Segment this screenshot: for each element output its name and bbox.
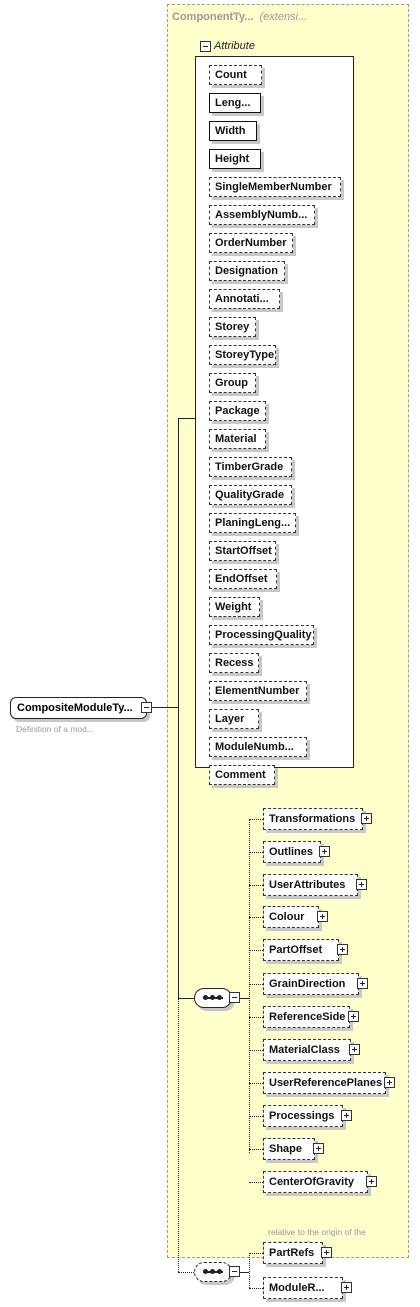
collapse-sequence-icon[interactable] [229, 992, 240, 1003]
attribute-item[interactable]: EndOffset [209, 569, 277, 589]
root-description: Definition of a mod... [16, 724, 94, 734]
element-connector [249, 1116, 263, 1117]
sequence-element[interactable]: PartOffset [263, 939, 339, 961]
expand-icon[interactable] [337, 944, 348, 955]
attribute-item[interactable]: Recess [209, 653, 259, 673]
sequence-element[interactable]: ReferenceSide [263, 1006, 350, 1028]
outer-sequence-compositor[interactable] [194, 1262, 232, 1282]
attribute-item[interactable]: Designation [209, 261, 285, 281]
sequence-compositor[interactable] [194, 988, 232, 1008]
root-element[interactable]: CompositeModuleTy... [10, 697, 147, 719]
attribute-item[interactable]: QualityGrade [209, 485, 292, 505]
attribute-item[interactable]: Weight [209, 597, 260, 617]
expand-icon[interactable] [384, 1077, 395, 1088]
outer-branch-line [249, 1253, 250, 1288]
sequence-element[interactable]: CenterOfGravity [263, 1171, 368, 1193]
attribute-item[interactable]: Comment [209, 765, 275, 785]
collapse-attributes-icon[interactable] [200, 41, 211, 52]
element-connector [249, 917, 263, 918]
attribute-item[interactable]: OrderNumber [209, 233, 293, 253]
expand-icon[interactable] [356, 879, 367, 890]
expand-icon[interactable] [357, 978, 368, 989]
attribute-item[interactable]: Material [209, 429, 266, 449]
sequence-element[interactable]: Outlines [263, 841, 321, 863]
expand-icon[interactable] [348, 1011, 359, 1022]
extension-type-name: ComponentTy... [172, 11, 254, 23]
attribute-item[interactable]: Leng... [209, 93, 261, 113]
outer-sequence-out-connector [240, 1272, 249, 1273]
outer-trunk-line [178, 998, 179, 1272]
attribute-connector [178, 418, 195, 419]
sequence-element[interactable]: MaterialClass [263, 1039, 351, 1061]
outer-sequence-element[interactable]: ModuleR... [263, 1277, 343, 1299]
expand-icon[interactable] [313, 1143, 324, 1154]
element-connector [249, 950, 263, 951]
element-connector [249, 1288, 263, 1289]
expand-icon[interactable] [319, 846, 330, 857]
attribute-item[interactable]: Height [209, 149, 261, 169]
attribute-item[interactable]: SingleMemberNumber [209, 177, 341, 197]
attribute-item[interactable]: Layer [209, 709, 259, 729]
sequence-element[interactable]: Shape [263, 1138, 315, 1160]
attribute-item[interactable]: Count [209, 65, 262, 85]
collapse-root-icon[interactable] [141, 702, 152, 713]
expand-icon[interactable] [317, 911, 328, 922]
root-connector [152, 707, 178, 708]
root-trunk-line [178, 418, 179, 998]
sequence-branch-line [249, 819, 250, 1153]
sequence-element[interactable]: UserReferencePlanes [263, 1072, 386, 1094]
attribute-item[interactable]: PlaningLeng... [209, 513, 296, 533]
extension-title: ComponentTy... (extensi... [172, 11, 307, 23]
sequence-element[interactable]: Processings [263, 1105, 343, 1127]
element-connector [249, 1182, 263, 1183]
collapse-outer-sequence-icon[interactable] [229, 1266, 240, 1277]
attribute-item[interactable]: Storey [209, 317, 256, 337]
attribute-item[interactable]: ElementNumber [209, 681, 307, 701]
sequence-element[interactable]: Transformations [263, 808, 363, 830]
expand-icon[interactable] [361, 813, 372, 824]
sequence-out-connector [240, 998, 249, 999]
attribute-item[interactable]: Width [209, 121, 257, 141]
attribute-item[interactable]: StoreyType [209, 345, 276, 365]
attribute-item[interactable]: Group [209, 373, 256, 393]
attribute-item[interactable]: ModuleNumb... [209, 737, 307, 757]
element-connector [249, 819, 263, 820]
element-connector [249, 1149, 263, 1150]
element-connector [249, 1050, 263, 1051]
sequence-element[interactable]: Colour [263, 906, 319, 928]
extension-kind: (extensi... [259, 11, 308, 23]
expand-icon[interactable] [321, 1247, 332, 1258]
outer-sequence-element[interactable]: PartRefs [263, 1242, 323, 1264]
element-connector [249, 1017, 263, 1018]
attribute-item[interactable]: AssemblyNumb... [209, 205, 315, 225]
element-connector [249, 984, 263, 985]
attribute-item[interactable]: Annotati... [209, 289, 280, 309]
attribute-item[interactable]: StartOffset [209, 541, 276, 561]
attribute-item[interactable]: TimberGrade [209, 457, 292, 477]
element-connector [249, 1253, 263, 1254]
inner-sequence-connector [178, 998, 194, 999]
sequence-element[interactable]: UserAttributes [263, 874, 358, 896]
element-connector [249, 852, 263, 853]
sequence-element[interactable]: GrainDirection [263, 973, 359, 995]
attribute-item[interactable]: Package [209, 401, 266, 421]
outer-sequence-connector [178, 1272, 194, 1273]
element-connector [249, 885, 263, 886]
expand-icon[interactable] [341, 1110, 352, 1121]
expand-icon[interactable] [349, 1044, 360, 1055]
attribute-group-title: Attribute [214, 40, 255, 52]
root-element-label: CompositeModuleTy... [17, 702, 133, 714]
expand-icon[interactable] [341, 1282, 352, 1293]
element-connector [249, 1083, 263, 1084]
expand-icon[interactable] [366, 1176, 377, 1187]
attribute-item[interactable]: ProcessingQuality [209, 625, 314, 645]
